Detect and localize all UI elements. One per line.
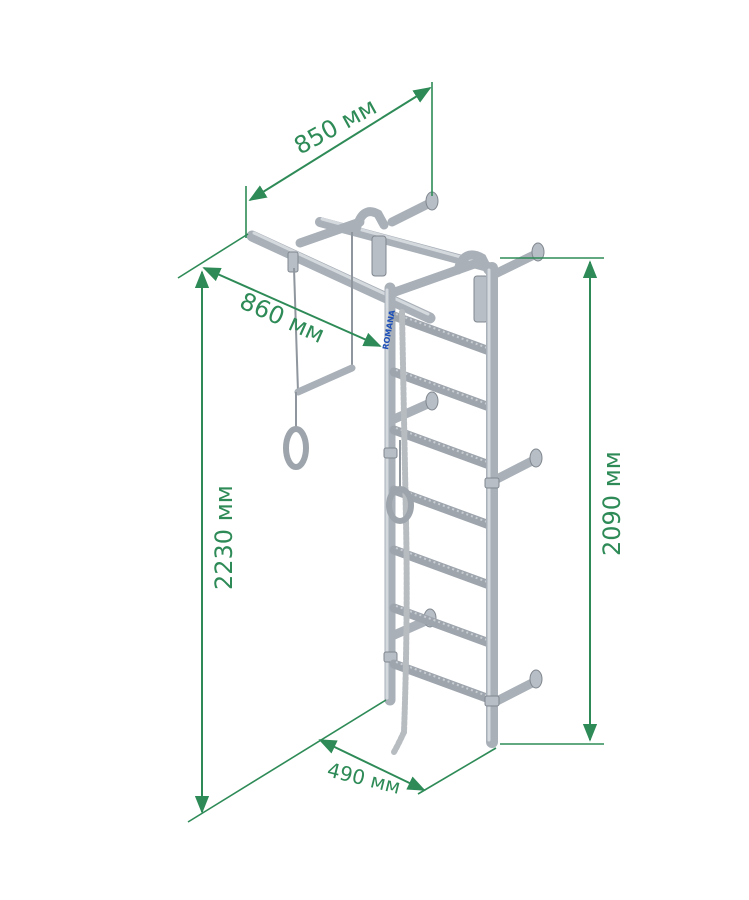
dimension-ground-line (187, 699, 497, 823)
dimension-base-width: 490 мм (318, 739, 426, 799)
gym-ring-left (283, 392, 309, 470)
ladder-right-post (484, 262, 500, 748)
dim-label-2090: 2090 мм (598, 451, 626, 556)
dim-label-2230: 2230 мм (210, 485, 238, 590)
dimension-ladder-height: 2090 мм (500, 257, 626, 745)
gym-ring-ladder (386, 440, 414, 524)
dim-label-860: 860 мм (236, 287, 329, 349)
dim-label-490: 490 мм (325, 758, 403, 799)
wall-bars-illustration: ROMANA (246, 191, 545, 755)
climbing-rope (391, 309, 410, 755)
dimension-total-height: 2230 мм (194, 270, 238, 814)
ladder-rungs (389, 311, 497, 705)
